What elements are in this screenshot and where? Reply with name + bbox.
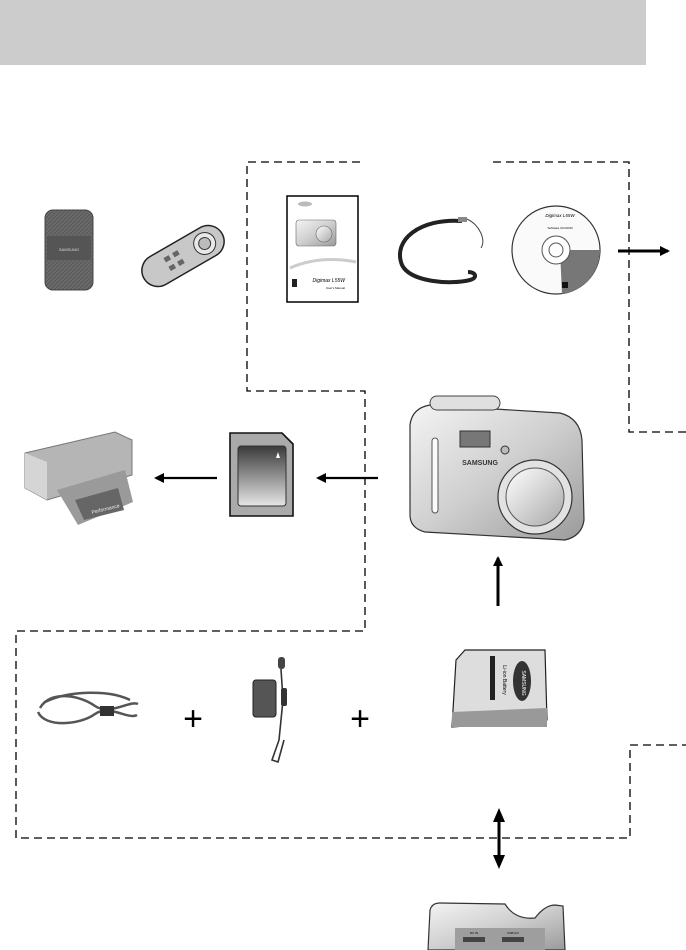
camera-strap-image (398, 217, 484, 285)
battery-image: SAMSUNG Li-ion Battery (451, 649, 548, 728)
svg-text:Software CD-ROM: Software CD-ROM (547, 226, 573, 230)
svg-text:SAMSUNG: SAMSUNG (520, 670, 526, 695)
svg-text:SAMSUNG: SAMSUNG (59, 247, 79, 252)
user-manual-image: Digimax L55W User's Manual (286, 195, 359, 303)
plus-sign-2: + (350, 700, 370, 738)
software-cd-image: Digimax L55W Software CD-ROM (511, 205, 601, 295)
svg-text:DC IN: DC IN (470, 931, 478, 935)
ac-adapter-image (252, 657, 287, 764)
dashed-boundaries (15, 161, 686, 839)
camera-case-image: SAMSUNG (44, 209, 94, 291)
svg-text:Li-ion Battery: Li-ion Battery (501, 665, 507, 695)
double-arrow-camera-to-cradle (493, 808, 505, 869)
svg-text:Digimax L55W: Digimax L55W (312, 278, 346, 284)
plus-sign-1: + (183, 700, 203, 738)
cradle-image: DC IN USB A/V (427, 902, 566, 950)
remote-control-image (141, 224, 225, 288)
header-bar (0, 0, 646, 65)
sd-card-image (229, 432, 294, 517)
svg-text:SAMSUNG: SAMSUNG (462, 460, 498, 467)
svg-text:User's Manual: User's Manual (326, 286, 345, 290)
svg-text:Digimax L55W: Digimax L55W (545, 213, 575, 218)
dashed-box-top-package (15, 161, 686, 839)
dashed-box-top-right (493, 161, 686, 433)
printer-image: Performance (24, 431, 133, 525)
power-cord-image (36, 691, 139, 725)
camera-image: SAMSUNG (409, 395, 585, 541)
svg-text:USB A/V: USB A/V (507, 931, 519, 935)
